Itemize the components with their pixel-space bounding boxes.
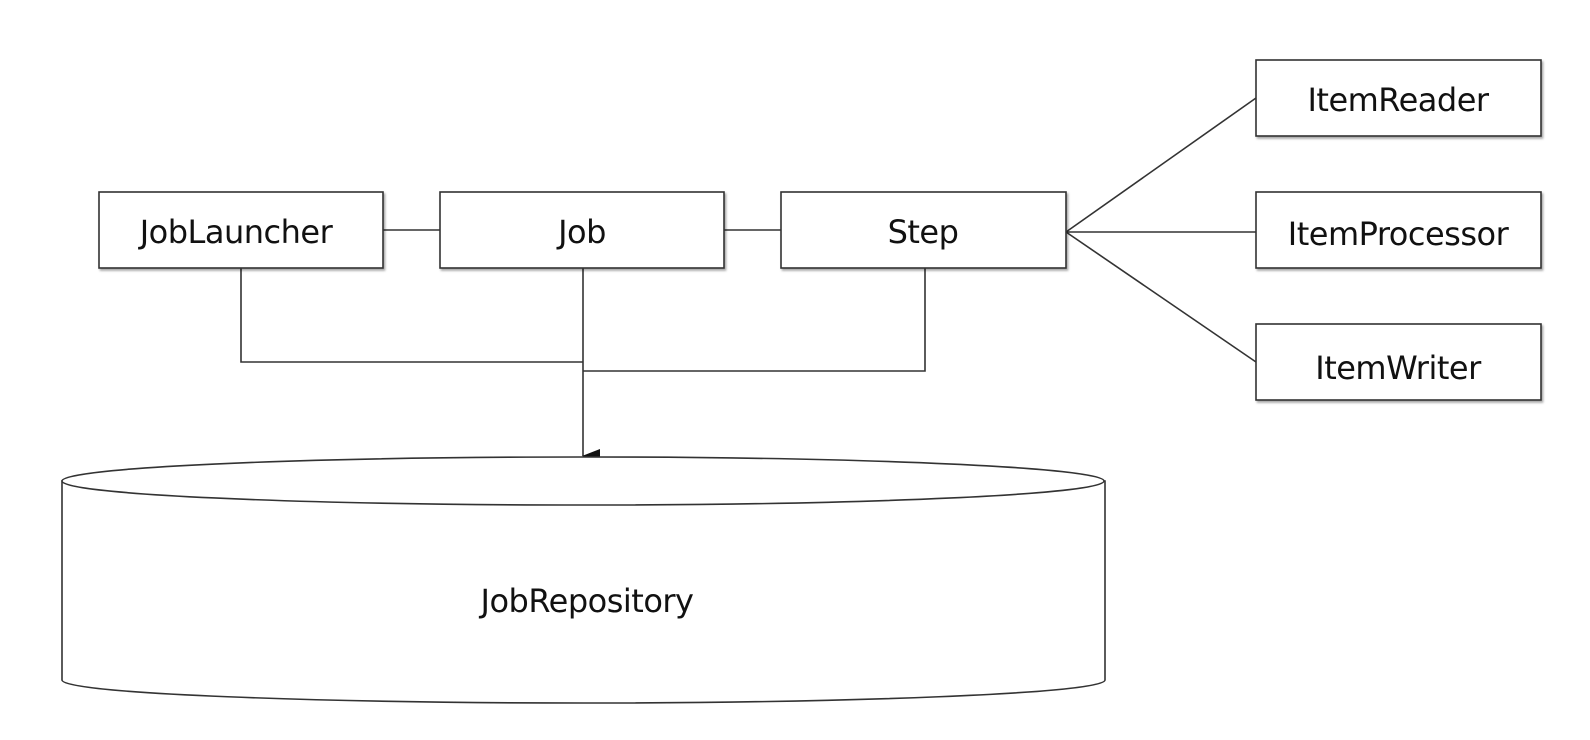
edge-joblauncher-repository: [240, 268, 583, 363]
node-itemprocessor: ItemProcessor: [1255, 191, 1542, 269]
database-cylinder-body: [61, 480, 1106, 704]
node-step-label: Step: [888, 213, 959, 251]
node-job: Job: [439, 191, 725, 269]
node-jobrepository-label: JobRepository: [479, 582, 694, 620]
node-itemwriter-label: ItemWriter: [1315, 349, 1482, 387]
edge-step-itemreader: [1065, 97, 1257, 233]
node-itemprocessor-label: ItemProcessor: [1288, 215, 1510, 253]
database-cylinder-top: [61, 456, 1105, 506]
edge-step-repository: [583, 268, 926, 372]
node-job-label: Job: [556, 213, 606, 251]
node-joblauncher-label: JobLauncher: [138, 213, 334, 251]
node-jobrepository: JobRepository: [61, 456, 1106, 704]
node-itemwriter: ItemWriter: [1255, 323, 1542, 401]
node-itemreader-label: ItemReader: [1307, 81, 1489, 119]
node-itemreader: ItemReader: [1255, 59, 1542, 137]
edge-step-itemwriter: [1065, 231, 1257, 363]
node-joblauncher: JobLauncher: [98, 191, 384, 269]
node-step: Step: [780, 191, 1067, 269]
